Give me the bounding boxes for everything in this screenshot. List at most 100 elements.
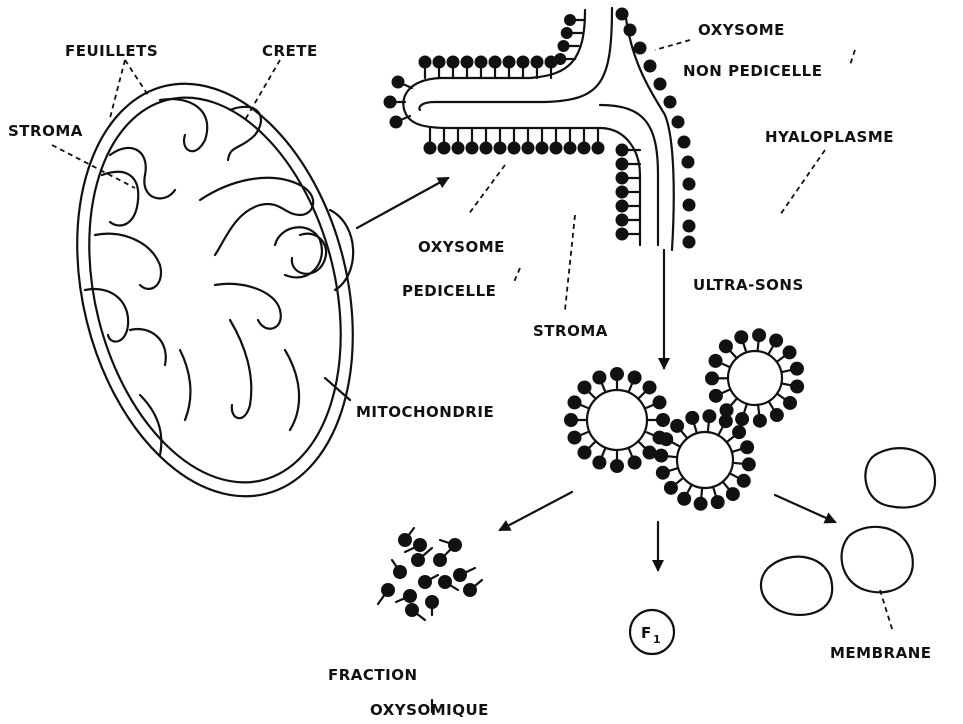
oxysome-stalked xyxy=(424,128,437,155)
oxysome-stalked xyxy=(558,40,579,52)
crista xyxy=(285,350,299,430)
oxysome-stalked xyxy=(508,128,521,155)
oxysome-stalked xyxy=(405,603,425,620)
oxysome-stalked xyxy=(718,414,733,435)
arrow-to-membrane xyxy=(775,495,835,522)
oxysome-stalked xyxy=(452,128,465,155)
oxysome-stalked xyxy=(705,371,728,385)
oxysome-stalked xyxy=(480,128,493,155)
mitochondrion xyxy=(36,54,394,525)
oxysome-stalked xyxy=(720,398,738,417)
oxysome-stalked xyxy=(664,478,683,495)
oxysome-stalked xyxy=(592,371,606,393)
label-oxysome-pedicelle-2: PEDICELLE xyxy=(402,282,496,300)
oxysome-stalked xyxy=(734,330,748,352)
oxysome-unstalked xyxy=(683,220,696,233)
oxysome-stalked xyxy=(578,128,591,155)
leader-membrane xyxy=(880,590,893,632)
oxysome-stalked xyxy=(463,580,482,597)
oxysome-stalked xyxy=(711,487,725,509)
oxysome-stalked xyxy=(685,411,699,433)
oxysome-stalked xyxy=(616,186,641,199)
label-feuillets: FEUILLETS xyxy=(65,42,158,60)
oxysome-stalked xyxy=(670,419,687,438)
oxysome-stalked xyxy=(719,339,737,358)
oxysome-fraction-particles xyxy=(378,528,482,620)
oxysome-stalked xyxy=(709,354,731,368)
oxysome-stalked xyxy=(709,389,731,403)
oxysome-unstalked xyxy=(678,136,691,149)
oxysome-stalked xyxy=(517,56,530,79)
zoomed-crista xyxy=(384,8,696,251)
oxysome-stalked xyxy=(768,334,783,355)
crista xyxy=(110,148,175,198)
oxysome-stalked xyxy=(781,380,804,394)
oxysome-unstalked xyxy=(616,8,629,21)
oxysome-stalked xyxy=(531,56,544,79)
oxysome-stalked xyxy=(568,431,590,445)
crista xyxy=(215,284,281,329)
leader-oxysome-p xyxy=(468,165,505,215)
oxysome-stalked xyxy=(656,466,678,480)
oxysome-stalked xyxy=(550,128,563,155)
oxysome-stalked xyxy=(659,432,680,447)
oxysome-stalked xyxy=(378,583,395,604)
crista xyxy=(85,289,128,342)
membrane-vesicle xyxy=(865,448,935,507)
oxysome-stalked xyxy=(419,56,432,79)
oxysome-unstalked xyxy=(683,199,696,212)
oxysome-stalked xyxy=(735,404,749,426)
oxysome-stalked xyxy=(769,401,784,422)
label-oxysome-pedicelle-1: OXYSOME xyxy=(418,238,505,256)
oxysome-stalked xyxy=(425,595,439,615)
oxysome-stalked xyxy=(564,14,585,26)
leader-oxysome-np xyxy=(655,40,690,50)
label-stroma-center: STROMA xyxy=(533,322,608,340)
label-hyaloplasme: HYALOPLASME xyxy=(765,128,894,146)
vesicle-with-oxysomes xyxy=(705,328,804,428)
oxysome-unstalked xyxy=(664,96,677,109)
oxysome-unstalked xyxy=(624,24,637,37)
oxysome-stalked xyxy=(392,76,413,89)
oxysome-stalked xyxy=(610,450,624,473)
crista xyxy=(200,178,313,255)
oxysome-stalked xyxy=(616,214,641,227)
crista-membrane-outer xyxy=(403,10,640,245)
oxysome-stalked xyxy=(616,200,641,213)
oxysome-stalked xyxy=(654,449,677,463)
oxysome-stalked xyxy=(752,328,766,351)
oxysome-stalked xyxy=(616,158,641,171)
oxysome-stalked xyxy=(494,128,507,155)
leader-feuillets-2 xyxy=(125,60,148,95)
oxysome-stalked xyxy=(440,538,462,552)
oxysome-unstalked xyxy=(683,178,696,191)
vesicle-with-oxysomes xyxy=(564,367,670,473)
leader-stroma-left xyxy=(52,145,135,188)
oxysome-stalked xyxy=(733,457,756,471)
oxysome-stalked xyxy=(398,528,414,547)
oxysome-unstalked xyxy=(634,42,647,55)
oxysome-stalked xyxy=(645,395,667,409)
oxysome-stalked xyxy=(561,27,582,39)
oxysome-stalked xyxy=(503,56,516,79)
crista xyxy=(95,234,161,289)
oxysome-unstalked xyxy=(672,116,685,129)
oxysome-stalked xyxy=(638,380,656,398)
oxysome-stalked xyxy=(647,413,670,427)
oxysome-stalked xyxy=(392,560,407,579)
oxysome-stalked xyxy=(536,128,549,155)
oxysome-stalked xyxy=(466,128,479,155)
oxysome-stalked xyxy=(592,128,605,155)
oxysome-stalked xyxy=(777,394,797,410)
oxysome-stalked xyxy=(638,441,656,459)
oxysome-stalked xyxy=(616,228,641,241)
label-mitochondrie: MITOCHONDRIE xyxy=(356,403,494,421)
label-oxysomique: OXYSOMIQUE xyxy=(370,701,489,719)
label-oxysome-non-pedicelle-1: OXYSOME xyxy=(698,21,785,39)
unstalked-oxysomes xyxy=(616,8,696,249)
membrane-vesicle xyxy=(842,527,913,593)
oxysome-stalked xyxy=(384,96,406,109)
oxysome-stalked xyxy=(564,413,587,427)
